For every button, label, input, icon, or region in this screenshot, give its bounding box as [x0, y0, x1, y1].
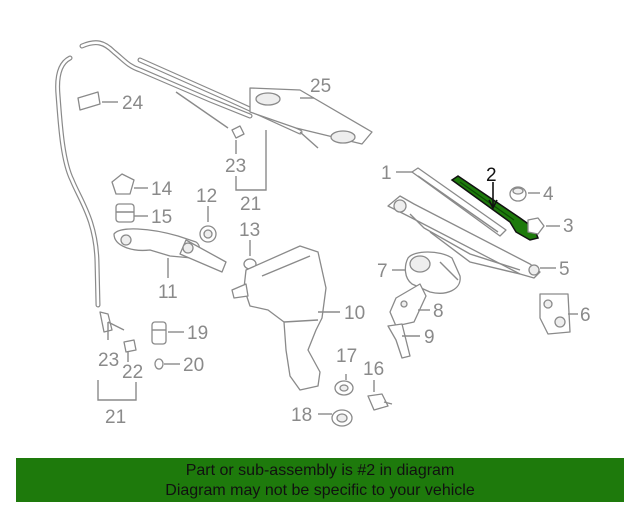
bushing-12 — [199, 225, 217, 243]
washer-hose — [55, 40, 319, 308]
leader-lines — [97, 97, 578, 415]
callout-24: 24 — [122, 93, 144, 114]
wiper-arm-2-highlighted — [450, 175, 540, 241]
callout-10: 10 — [344, 303, 365, 324]
wiper-motor-7 — [404, 251, 461, 294]
callout-21-lower: 21 — [105, 407, 126, 428]
callout-23-upper: 23 — [225, 156, 246, 177]
wiper-arm-1 — [411, 167, 507, 237]
callout-20: 20 — [183, 355, 204, 376]
bracket-9 — [387, 323, 411, 359]
callout-4: 4 — [543, 184, 554, 205]
cowl-panel — [249, 87, 373, 145]
callout-6: 6 — [580, 305, 591, 326]
wiper-linkage-5 — [387, 195, 541, 279]
pump-parts — [331, 380, 393, 427]
clip-23-upper — [231, 125, 245, 139]
callout-13: 13 — [239, 220, 260, 241]
clip-24 — [77, 91, 101, 111]
callout-1: 1 — [381, 163, 392, 184]
nut-3 — [527, 217, 545, 235]
callout-17: 17 — [336, 346, 357, 367]
banner-line-1: Part or sub-assembly is #2 in diagram — [185, 462, 455, 479]
crank-arm-11 — [113, 228, 227, 273]
callout-15: 15 — [151, 207, 172, 228]
callout-14: 14 — [151, 179, 173, 200]
connector-15 — [115, 203, 135, 223]
callout-8: 8 — [433, 301, 444, 322]
callout-22: 22 — [122, 362, 143, 383]
info-banner: Part or sub-assembly is #2 in diagram Di… — [16, 458, 624, 502]
small-fittings — [99, 311, 167, 370]
washer-reservoir — [231, 245, 327, 391]
banner-line-2: Diagram may not be specific to your vehi… — [165, 482, 475, 499]
callout-19: 19 — [187, 323, 208, 344]
callout-7: 7 — [377, 261, 388, 282]
bracket-6 — [539, 293, 571, 335]
callout-2: 2 — [486, 165, 497, 186]
bracket-8 — [389, 283, 427, 327]
callout-12: 12 — [196, 186, 217, 207]
callout-11: 11 — [158, 282, 178, 303]
callout-18: 18 — [291, 405, 312, 426]
grommet-14 — [111, 173, 135, 195]
callout-3: 3 — [563, 216, 574, 237]
callout-16: 16 — [363, 359, 384, 380]
callout-5: 5 — [559, 259, 570, 280]
callout-9: 9 — [424, 327, 435, 348]
callout-25: 25 — [310, 76, 331, 97]
callout-23-lower: 23 — [98, 350, 119, 371]
callout-21-upper: 21 — [240, 194, 261, 215]
cap-4 — [509, 186, 527, 202]
callouts: 1 2 3 4 5 6 7 8 9 10 11 12 13 14 15 16 1… — [98, 76, 591, 428]
